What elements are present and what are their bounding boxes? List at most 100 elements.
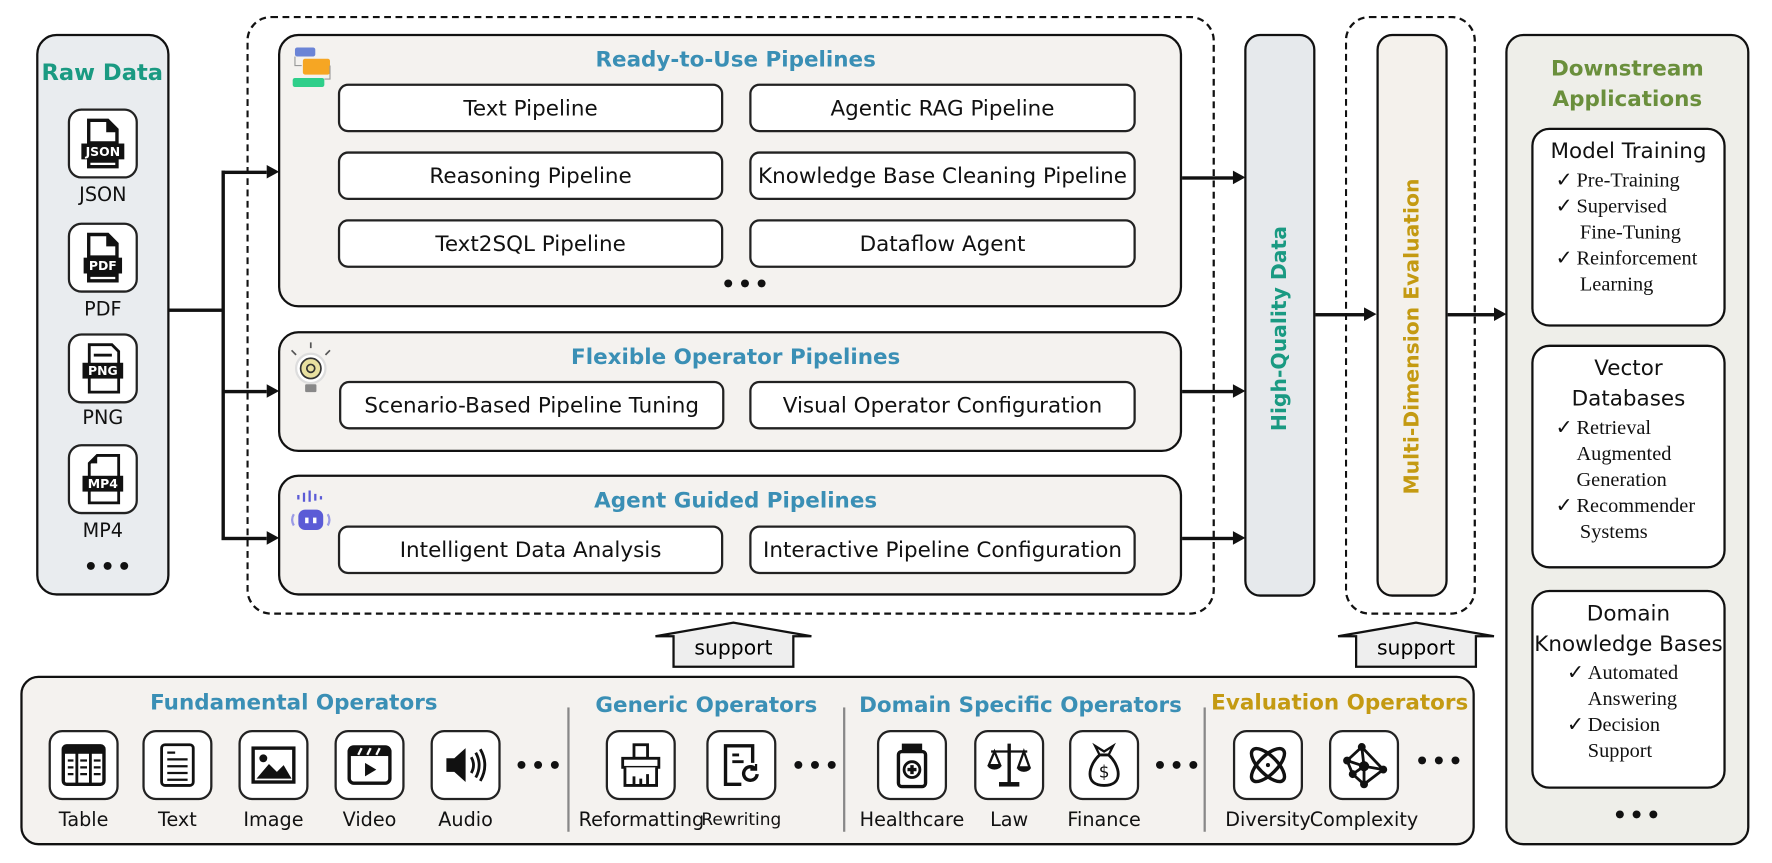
visual-operator-configuration[interactable]: Visual Operator Configuration bbox=[749, 380, 1136, 430]
fundamental-operators-title: Fundamental Operators bbox=[150, 690, 438, 716]
app-item: Systems bbox=[1552, 519, 1724, 545]
intelligent-data-analysis[interactable]: Intelligent Data Analysis bbox=[337, 525, 724, 575]
arrow-icon bbox=[1493, 307, 1507, 321]
downstream-title-line2: Applications bbox=[1552, 87, 1703, 112]
ready-to-use-title: Ready-to-Use Pipelines bbox=[595, 47, 876, 73]
vector-databases-box: Vector Databases ✓Retrieval Augmented Ge… bbox=[1531, 344, 1726, 569]
generic-operators-title: Generic Operators bbox=[595, 692, 818, 718]
arrow-icon bbox=[1232, 384, 1246, 398]
video-icon[interactable] bbox=[334, 730, 405, 801]
support-arrow bbox=[655, 621, 812, 668]
text-pipeline[interactable]: Text Pipeline bbox=[337, 83, 724, 133]
table-label: Table bbox=[58, 809, 109, 832]
item-text: Support bbox=[1587, 739, 1653, 762]
app-item: Generation bbox=[1552, 467, 1724, 493]
rewriting-icon[interactable] bbox=[706, 730, 777, 801]
pipeline-stack-icon bbox=[290, 45, 335, 90]
item-text: Systems bbox=[1579, 519, 1648, 543]
app-item: ✓Supervised bbox=[1552, 193, 1724, 219]
item-text: Generation bbox=[1576, 467, 1667, 491]
agentic-rag-pipeline[interactable]: Agentic RAG Pipeline bbox=[749, 83, 1136, 133]
dataflow-agent[interactable]: Dataflow Agent bbox=[749, 219, 1136, 268]
json-tag: JSON bbox=[85, 144, 121, 159]
raw-data-more: ••• bbox=[83, 552, 134, 580]
arrow-icon bbox=[266, 384, 280, 398]
item-text: Automated bbox=[1587, 661, 1679, 684]
support-arrow bbox=[1337, 621, 1495, 668]
arrow-icon bbox=[1364, 307, 1377, 321]
audio-icon[interactable] bbox=[430, 730, 501, 801]
model-training-title: Model Training bbox=[1550, 139, 1707, 164]
audio-label: Audio bbox=[438, 809, 493, 832]
reformatting-label: Reformatting bbox=[578, 809, 705, 832]
mp4-label: MP4 bbox=[82, 519, 124, 543]
interactive-pipeline-configuration[interactable]: Interactive Pipeline Configuration bbox=[749, 525, 1136, 575]
connector bbox=[1182, 389, 1235, 393]
divider bbox=[567, 707, 570, 832]
generic-more: ••• bbox=[791, 751, 842, 779]
check-icon: ✓ bbox=[1566, 661, 1584, 684]
app-item: Augmented bbox=[1552, 441, 1724, 467]
scenario-based-pipeline-tuning[interactable]: Scenario-Based Pipeline Tuning bbox=[339, 380, 725, 430]
domain-knowledge-bases-box: Domain Knowledge Bases ✓Automated Answer… bbox=[1531, 589, 1726, 789]
image-icon[interactable] bbox=[238, 730, 309, 801]
evaluation-operators-title: Evaluation Operators bbox=[1211, 690, 1469, 716]
flexible-title: Flexible Operator Pipelines bbox=[571, 344, 901, 370]
diversity-atom-icon[interactable] bbox=[1232, 730, 1304, 801]
item-text: Retrieval bbox=[1576, 415, 1652, 439]
app-item: Answering bbox=[1563, 686, 1723, 712]
app-item: Learning bbox=[1552, 271, 1724, 297]
text2sql-pipeline[interactable]: Text2SQL Pipeline bbox=[337, 219, 724, 268]
png-file-icon: PNG bbox=[67, 333, 138, 404]
connector bbox=[221, 536, 267, 540]
reformatting-icon[interactable] bbox=[605, 730, 676, 801]
pipelines-group bbox=[246, 15, 1215, 615]
item-text: Learning bbox=[1579, 272, 1654, 295]
mp4-file-icon: MP4 bbox=[67, 444, 138, 515]
downstream-more: ••• bbox=[1612, 801, 1663, 829]
app-item: ✓Recommender bbox=[1552, 493, 1724, 519]
reasoning-pipeline[interactable]: Reasoning Pipeline bbox=[337, 151, 724, 201]
pdf-label: PDF bbox=[84, 298, 122, 321]
domain-more: ••• bbox=[1152, 751, 1203, 779]
divider bbox=[1203, 707, 1206, 832]
svg-text:$: $ bbox=[1099, 762, 1110, 782]
multi-dimension-evaluation-bar bbox=[1376, 33, 1448, 597]
arrow-icon bbox=[266, 531, 280, 545]
item-text: Decision bbox=[1587, 713, 1661, 736]
png-label: PNG bbox=[82, 406, 124, 430]
check-icon: ✓ bbox=[1555, 415, 1573, 439]
item-text: Answering bbox=[1587, 687, 1678, 710]
raw-data-title: Raw Data bbox=[41, 58, 164, 86]
item-text: Pre-Training bbox=[1576, 168, 1680, 191]
connector bbox=[1182, 176, 1235, 180]
healthcare-icon[interactable] bbox=[876, 730, 948, 801]
high-quality-data-label: High-Quality Data bbox=[1267, 226, 1292, 432]
app-item: Support bbox=[1563, 738, 1723, 764]
connector bbox=[221, 170, 267, 174]
json-file-icon: JSON bbox=[67, 108, 138, 179]
support-label: support bbox=[1376, 636, 1456, 660]
finance-moneybag-icon[interactable]: $ bbox=[1069, 730, 1140, 801]
rewriting-label: Rewriting bbox=[701, 809, 782, 830]
arrow-icon bbox=[266, 164, 280, 179]
png-tag: PNG bbox=[88, 363, 118, 378]
complexity-network-icon[interactable] bbox=[1328, 730, 1400, 801]
knowledge-base-cleaning-pipeline[interactable]: Knowledge Base Cleaning Pipeline bbox=[749, 151, 1136, 201]
connector bbox=[169, 308, 223, 312]
connector bbox=[1447, 313, 1496, 316]
table-icon[interactable] bbox=[48, 730, 119, 801]
item-text: Recommender bbox=[1576, 493, 1696, 517]
connector bbox=[1315, 313, 1366, 316]
model-training-box: Model Training ✓Pre-Training ✓Supervised… bbox=[1531, 127, 1726, 327]
app-item: ✓Pre-Training bbox=[1552, 167, 1724, 193]
law-scale-icon[interactable] bbox=[974, 730, 1045, 801]
text-label: Text bbox=[157, 809, 197, 832]
json-label: JSON bbox=[79, 184, 127, 207]
text-doc-icon[interactable] bbox=[142, 730, 213, 801]
check-icon: ✓ bbox=[1555, 246, 1573, 269]
item-text: Augmented bbox=[1576, 441, 1672, 465]
vector-databases-title-line1: Vector bbox=[1594, 355, 1663, 381]
item-text: Supervised bbox=[1576, 194, 1667, 217]
